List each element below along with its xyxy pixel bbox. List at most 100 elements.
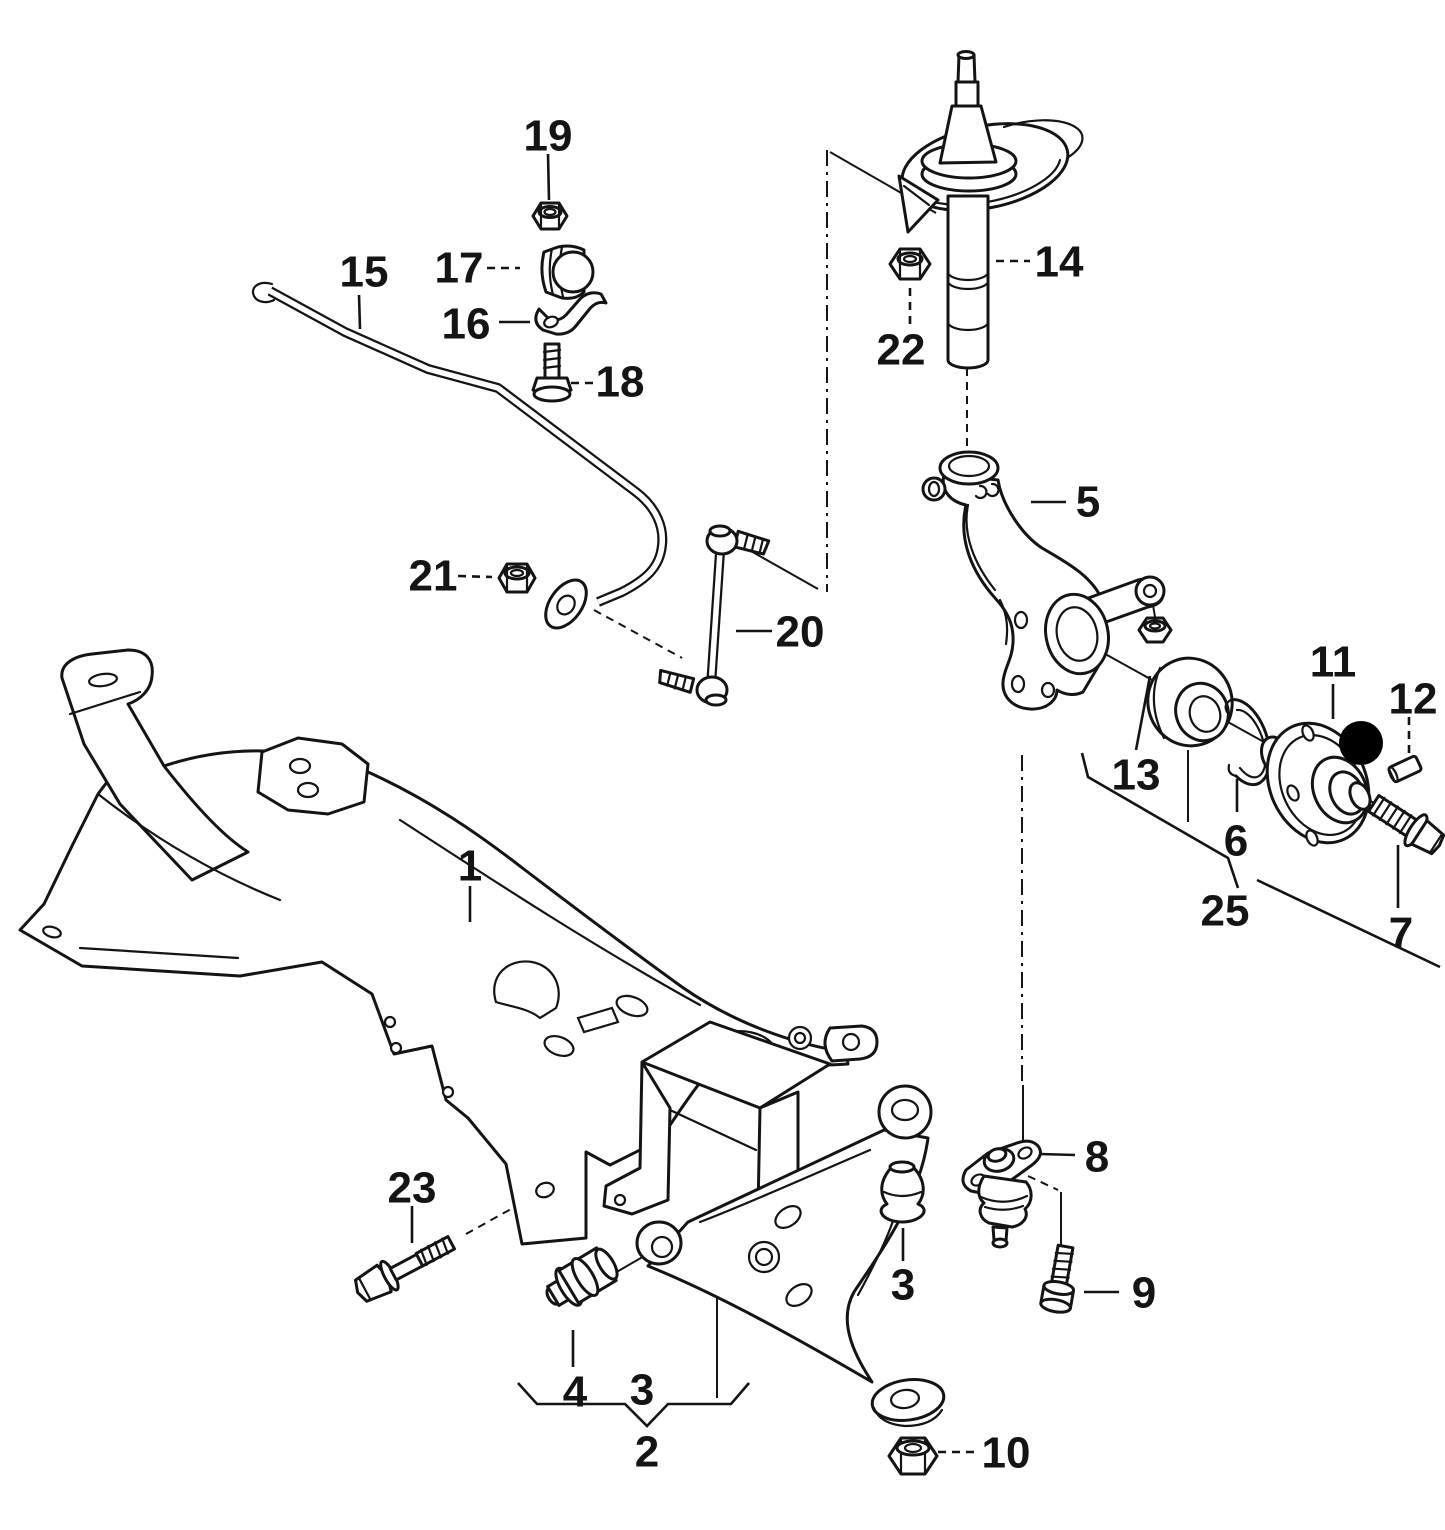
hub-rim-hole-b [1286,784,1300,802]
part-label-ball-joint-nut[interactable]: 10 [982,1429,1031,1478]
circlip-end-b [1227,763,1238,778]
knuckle-lug-nut-part [1137,616,1173,644]
tunnel-foot-hole-a [613,1193,627,1207]
part-label-circlip[interactable]: 6 [1224,817,1248,866]
highlight-dot [1339,721,1383,765]
cone-bushing-top [888,1160,916,1174]
socket-screw-part [1039,1243,1076,1314]
strut-cone [938,104,998,165]
knuckle-hole-b [1010,674,1026,694]
part-label-suspension-strut[interactable]: 14 [1035,238,1084,287]
balljoint-stud-tip [991,1237,1009,1249]
strut-part [897,50,1084,370]
strut-rod-upper [954,80,980,108]
part-label-coupling-link[interactable]: 20 [776,608,825,657]
part-label-strut-nut[interactable]: 22 [877,326,926,375]
knuckle-part [921,450,1166,711]
strut-body [946,194,990,370]
part-label-socket-screw[interactable]: 9 [1132,1269,1156,1318]
plate-hole-b [543,1035,575,1057]
arm-rib-a [698,1148,872,1224]
part-label-stabilizer-bar[interactable]: 15 [340,248,389,297]
part-label-stabilizer-bushing[interactable]: 17 [435,244,484,293]
stabilizer-bushing-part [540,244,595,300]
part-label-cone-bushing[interactable]: 3 [891,1261,915,1310]
plate-hole-rect [576,1006,620,1034]
tower-hole [88,672,118,688]
mount-hole-b [296,781,320,799]
lug-nut-hole [1148,622,1162,630]
stabilizer-bar-part [251,281,668,630]
strut-nut-part [888,247,932,281]
tunnel-top [640,1020,832,1110]
part-label-wheel-hub[interactable]: 11 [1310,638,1357,687]
part-label-ball-joint[interactable]: 8 [1085,1133,1109,1182]
plate-hole-a [615,994,649,1018]
nut10-hole [903,1442,923,1454]
bar-eyelet-hole [556,594,576,616]
bar-end-hook [251,281,276,304]
nut22-hole [902,254,918,264]
bracket-2 [517,1382,750,1428]
bushing17-face [551,250,595,294]
knuckle-hole-a [1013,610,1029,630]
hub-stub [1348,781,1372,811]
arm-body [646,1128,930,1384]
bolt18-flange [532,385,572,403]
part-label-arm-assembly-group[interactable]: 2 [635,1428,659,1477]
screw9-head-bottom [1039,1297,1072,1314]
subframe-top-ridge [398,818,702,1007]
part-label-stabilizer-nut[interactable]: 19 [524,112,573,161]
pin-end [1387,766,1399,783]
part-label-front-bushing[interactable]: 4 [563,1368,588,1417]
leader-21 [457,574,493,579]
part-label-subframe[interactable]: 1 [458,842,482,891]
part-label-roll-pin[interactable]: 12 [1389,675,1438,724]
stabilizer-bar-fill [268,288,666,605]
link-upper-stud [732,529,771,556]
nut19-hole [543,207,557,217]
bearing-bore [1188,695,1222,733]
part-label-clamp[interactable]: 16 [442,300,491,349]
flange-edge [78,946,240,960]
stabilizer-nut-part [531,201,569,231]
lug-hole [841,1032,861,1052]
balljoint-ear-hole-b [1017,1146,1033,1160]
part-label-cone-bushing-group[interactable]: 3 [630,1366,654,1415]
subframe-tower [60,648,250,882]
leader-8 [1039,1152,1076,1157]
hub-rim-hole-a [1301,724,1315,742]
front-bushing-part [545,1246,619,1307]
balljoint-band-b [983,1204,1025,1211]
bushing17-ridge-a [548,247,555,297]
arm-ball-eye-lip [872,1406,944,1428]
part-label-hub-bolt[interactable]: 7 [1389,909,1413,958]
bell-cutout [493,960,560,1020]
beam-ring-inner [793,1031,807,1045]
part-label-clamp-bolt[interactable]: 18 [596,358,645,407]
hub-rim-hole-c [1305,829,1319,847]
knuckle-ear-hole [927,480,941,498]
clamp-part [534,291,608,336]
part-label-subframe-bolt[interactable]: 23 [388,1164,437,1213]
callout-leaders [357,153,1441,1454]
part-label-wheel-bearing[interactable]: 13 [1112,751,1161,800]
tunnel-left-leg [602,1060,672,1216]
part-label-wheel-bearing-housing[interactable]: 5 [1076,478,1100,527]
subframe-bolt-part [354,1235,457,1303]
control-arm-part [635,1084,946,1428]
balljoint-nut-part [887,1436,939,1476]
link-rod-fill [708,551,723,687]
bracket-25 [1080,752,1441,969]
bushing4-flange-b [570,1257,600,1297]
part-label-link-nut[interactable]: 21 [409,552,458,601]
part-label-hub-assembly-group[interactable]: 25 [1201,887,1250,936]
knuckle-rib-a [965,503,997,592]
arm-rear-eye-bore [890,1098,920,1122]
leader-15 [357,294,362,330]
tunnel-inner-line [668,1108,758,1152]
coupling-link-part [658,524,771,707]
subframe-mount-boss [256,736,370,816]
